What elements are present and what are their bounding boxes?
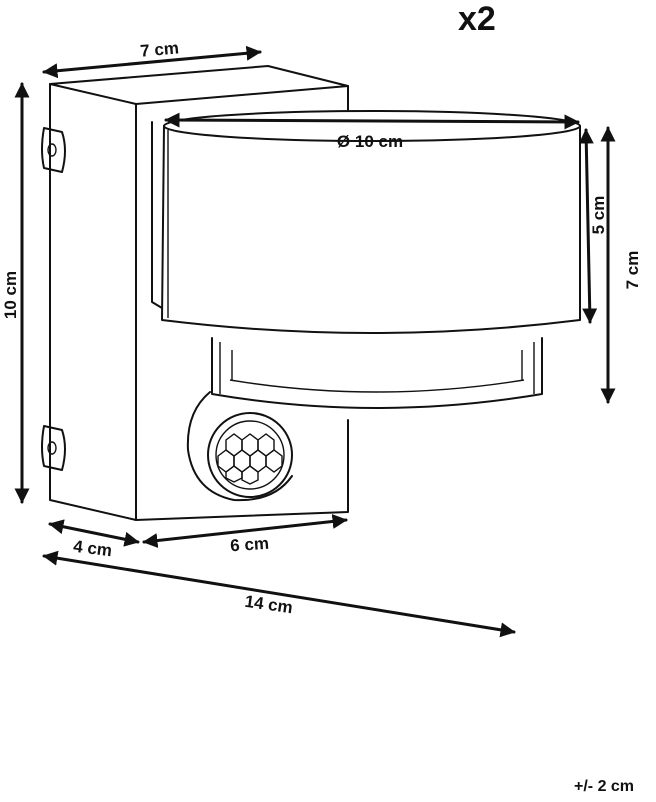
- dim-line-top-width: [42, 45, 262, 79]
- label-total-height: 10 cm: [1, 271, 20, 319]
- dim-line-base-depth: [48, 519, 140, 547]
- label-top-width: 7 cm: [139, 38, 179, 60]
- motion-sensor: [186, 391, 293, 502]
- label-shade-height: 5 cm: [589, 196, 608, 235]
- dimension-lines: [14, 45, 616, 638]
- lamp-lower-cylinder: [211, 337, 543, 409]
- tolerance-label: +/- 2 cm: [574, 778, 635, 795]
- mounting-tab-bottom: [41, 425, 66, 471]
- dim-line-base-width: [142, 514, 348, 548]
- label-base-depth: 4 cm: [72, 537, 113, 561]
- dim-line-shade-height: [578, 128, 598, 324]
- label-base-width: 6 cm: [230, 534, 270, 556]
- dim-line-total-depth: [42, 550, 516, 638]
- label-diameter: Ø 10 cm: [337, 132, 403, 151]
- quantity-label: x2: [458, 0, 496, 38]
- lamp-shade: [151, 110, 581, 334]
- mounting-tab-top: [41, 127, 66, 173]
- label-lamp-height: 7 cm: [623, 251, 642, 290]
- dim-line-diameter: [164, 112, 580, 130]
